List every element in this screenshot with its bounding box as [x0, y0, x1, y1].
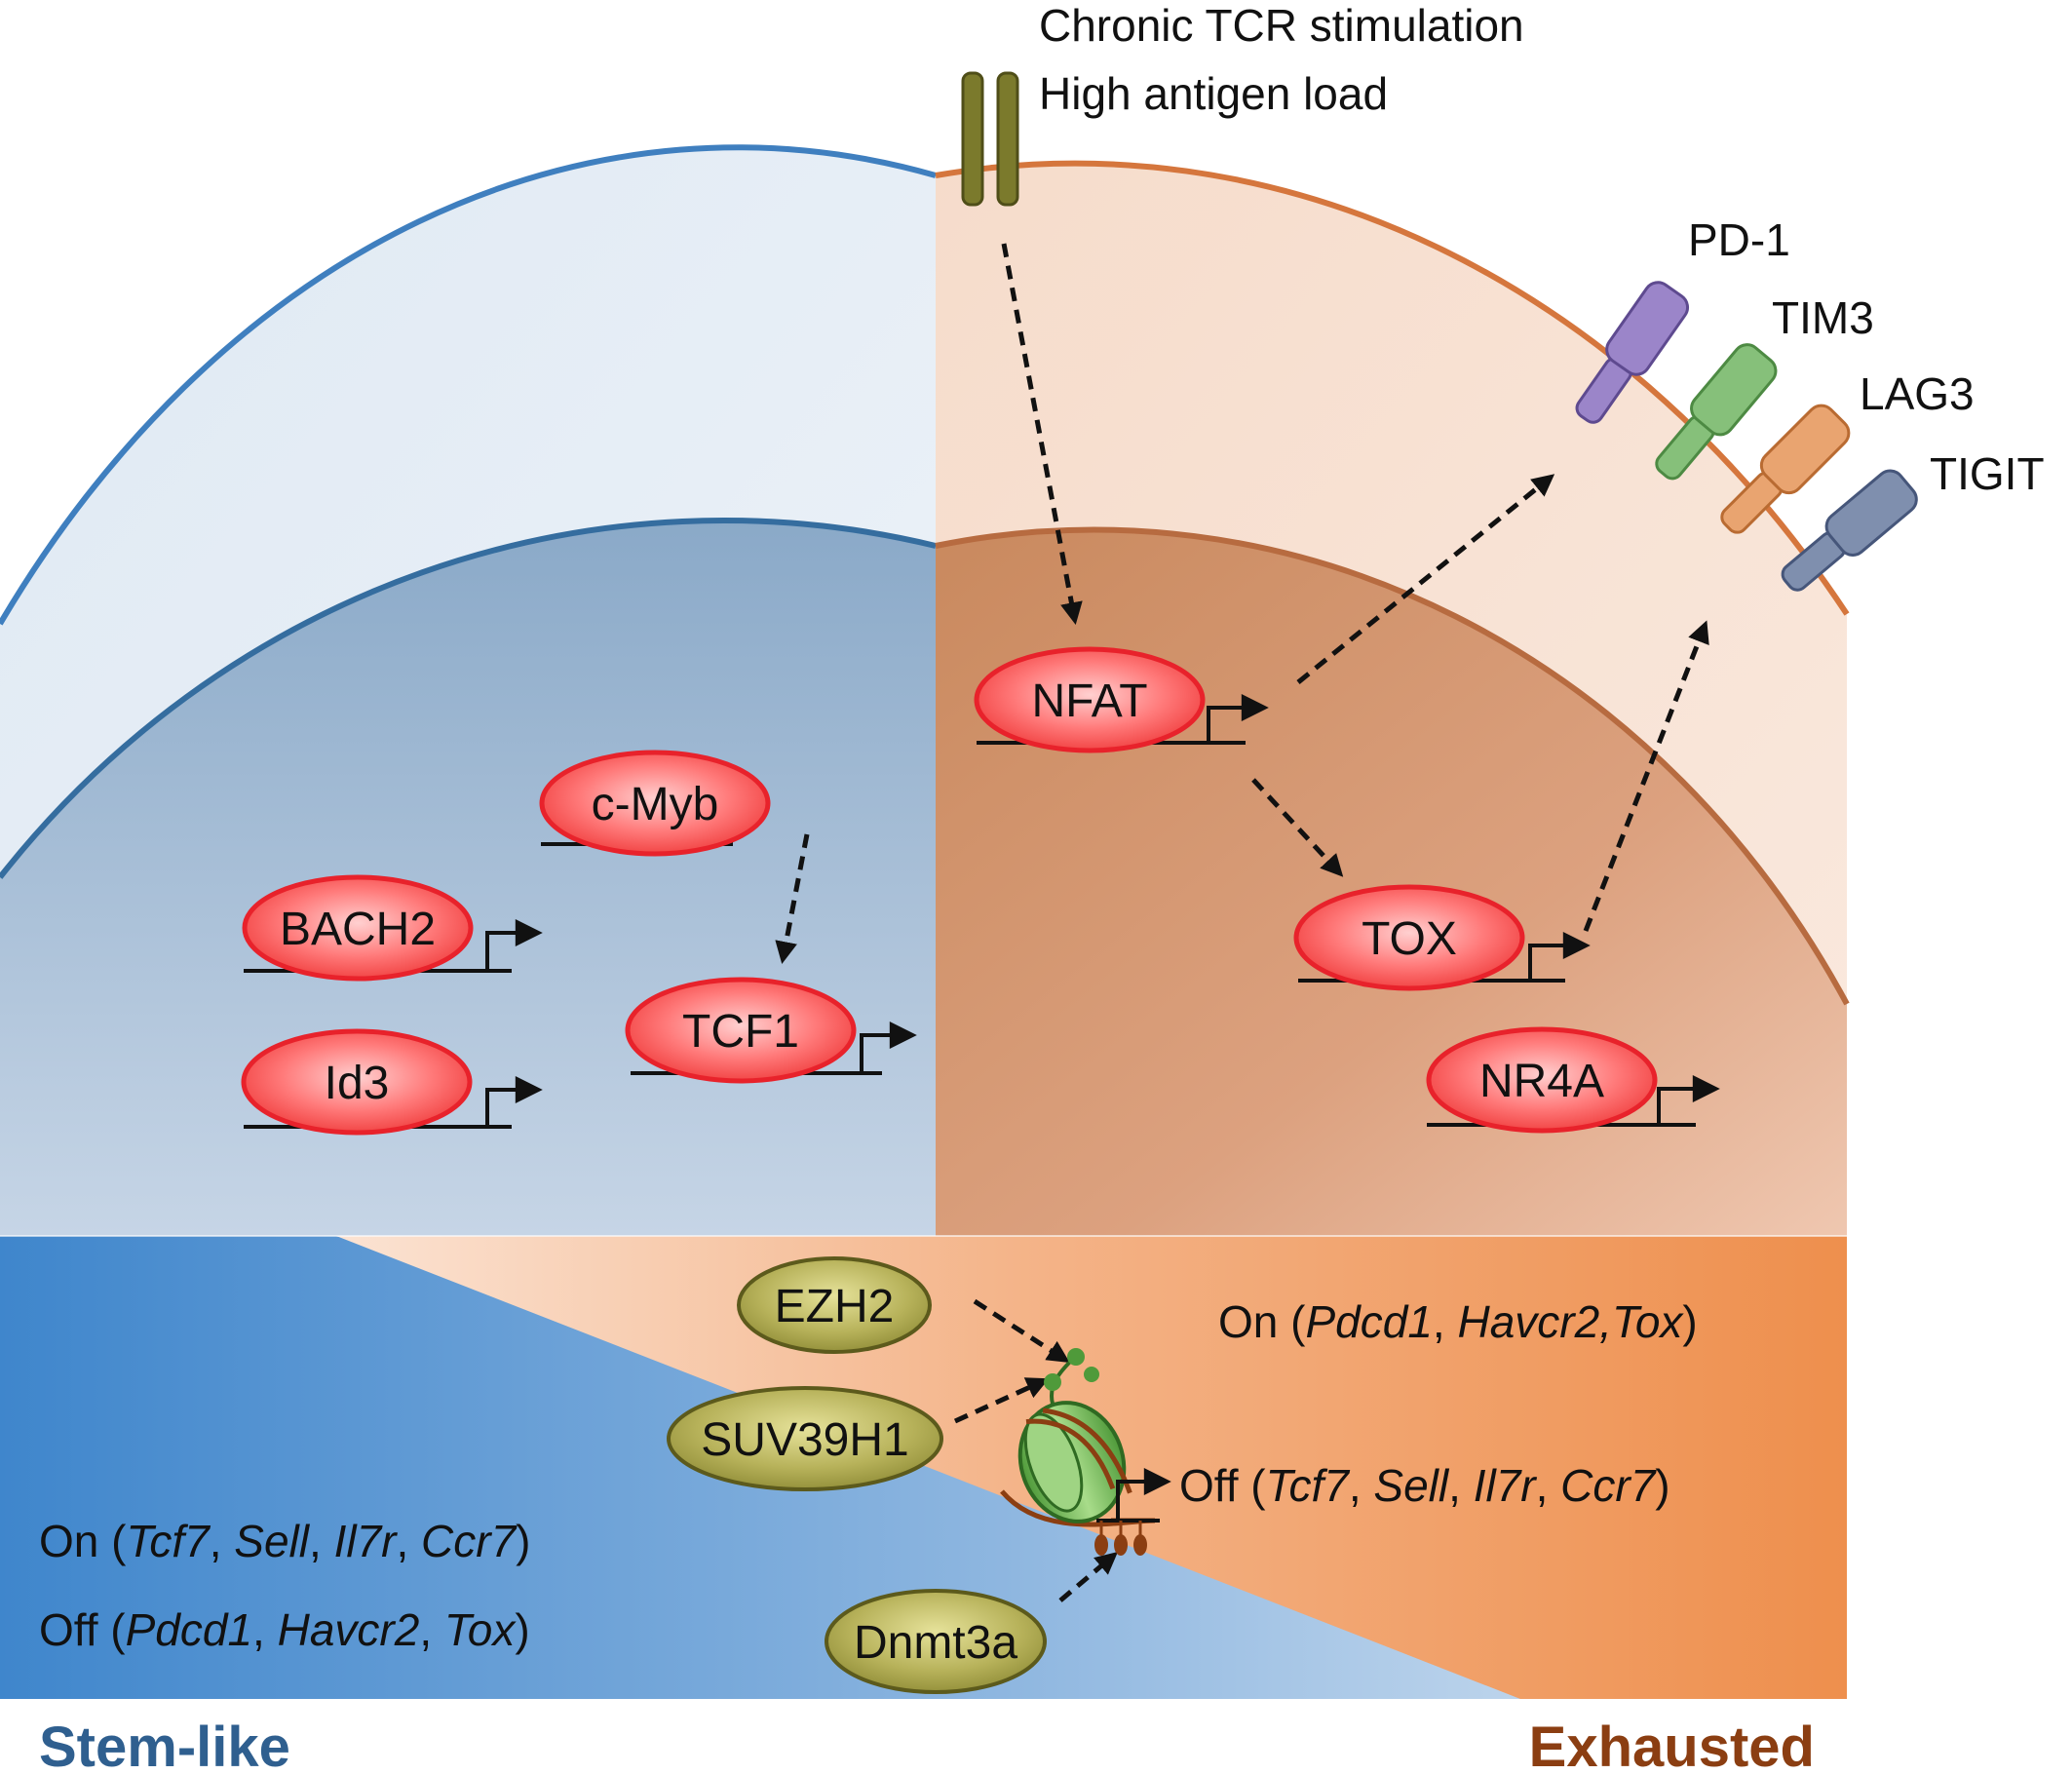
- modifier-label-ezh2: EZH2: [775, 1281, 895, 1332]
- tf-label-nfat: NFAT: [1031, 675, 1147, 727]
- cell-membrane-stem: [0, 144, 937, 626]
- gene-separator: ): [1682, 1296, 1697, 1347]
- gene-name: Ccr7: [421, 1516, 518, 1566]
- modifier-dnmt3a: Dnmt3a: [825, 1589, 1047, 1694]
- tf-label-cmyb: c-Myb: [592, 779, 719, 830]
- modifier-suv39h1: SUV39H1: [667, 1386, 943, 1491]
- gene-separator: ): [515, 1604, 529, 1655]
- tcr-receptor: [961, 71, 1019, 207]
- tf-tcf1: TCF1: [625, 977, 917, 1084]
- state-prefix: On (: [1218, 1296, 1306, 1347]
- receptor-label-tim3: TIM3: [1772, 292, 1874, 343]
- receptor-label-pd1: PD-1: [1688, 214, 1790, 265]
- gene-name: Il7r: [1474, 1460, 1538, 1511]
- exhausted-on-line: On (Pdcd1, Havcr2,Tox): [1218, 1296, 1698, 1347]
- gene-name: Tox: [444, 1604, 517, 1655]
- stem-off-line: Off (Pdcd1, Havcr2, Tox): [39, 1604, 530, 1655]
- gene-separator: ): [516, 1516, 530, 1566]
- gene-name: Pdcd1: [126, 1604, 252, 1655]
- gene-name: Tcf7: [1266, 1460, 1351, 1511]
- gene-separator: ,: [1349, 1460, 1374, 1511]
- state-prefix: Off (: [39, 1604, 126, 1655]
- tf-nfat: NFAT: [974, 646, 1269, 753]
- tf-bach2: BACH2: [242, 874, 543, 982]
- gene-name: Sell: [1373, 1460, 1449, 1511]
- stimulus-line-1: Chronic TCR stimulation: [1039, 0, 1524, 51]
- gene-separator: ,: [210, 1516, 235, 1566]
- exhausted-off-line: Off (Tcf7, Sell, Il7r, Ccr7): [1179, 1460, 1670, 1511]
- modifier-label-dnmt3a: Dnmt3a: [854, 1617, 1017, 1669]
- nucleosome: [1000, 1348, 1171, 1556]
- pd1-receptor: [1575, 281, 1690, 424]
- modifier-label-suv39h1: SUV39H1: [701, 1414, 908, 1466]
- tim3-receptor: [1655, 343, 1778, 481]
- receptor-label-lag3: LAG3: [1860, 368, 1975, 419]
- modifier-ezh2: EZH2: [737, 1256, 932, 1354]
- gene-separator: ,: [1433, 1296, 1458, 1347]
- gene-separator: ,: [1536, 1460, 1561, 1511]
- gene-separator: ,: [396, 1516, 421, 1566]
- gene-name: Sell: [234, 1516, 310, 1566]
- stem-like-title: Stem-like: [39, 1716, 290, 1774]
- lag3-receptor: [1720, 404, 1851, 534]
- receptor-label-tigit: TIGIT: [1930, 448, 2045, 499]
- gene-name: Tcf7: [126, 1516, 211, 1566]
- tigit-receptor: [1781, 469, 1918, 592]
- cell-membrane-exhausted: [935, 160, 1850, 616]
- tf-label-bach2: BACH2: [280, 904, 436, 955]
- gene-separator: ,: [419, 1604, 444, 1655]
- tf-id3: Id3: [241, 1028, 543, 1136]
- dna-methylation-marks: [1094, 1521, 1147, 1556]
- tf-tox: TOX: [1293, 884, 1591, 991]
- gene-name: Ccr7: [1560, 1460, 1657, 1511]
- gene-separator: ,: [252, 1604, 278, 1655]
- gene-name: Havcr2: [278, 1604, 420, 1655]
- signaling-arrows: [775, 243, 1709, 1602]
- tf-label-id3: Id3: [325, 1058, 390, 1109]
- inhibitory-receptors: [1575, 281, 1918, 592]
- gene-name: Tox: [1612, 1296, 1684, 1347]
- gene-separator: ,: [1448, 1460, 1474, 1511]
- tf-label-nr4a: NR4A: [1479, 1056, 1604, 1107]
- gene-name: Pdcd1: [1305, 1296, 1432, 1347]
- stimulus-line-2: High antigen load: [1039, 68, 1388, 119]
- state-prefix: On (: [39, 1516, 127, 1566]
- gene-separator: ): [1655, 1460, 1669, 1511]
- gene-separator: ,: [309, 1516, 334, 1566]
- state-prefix: Off (: [1179, 1460, 1266, 1511]
- exhausted-title: Exhausted: [1529, 1716, 1815, 1774]
- gene-name: Havcr2,: [1457, 1296, 1611, 1347]
- stem-on-line: On (Tcf7, Sell, Il7r, Ccr7): [39, 1516, 530, 1566]
- tf-label-tox: TOX: [1362, 913, 1457, 965]
- gene-name: Il7r: [334, 1516, 399, 1566]
- tf-cmyb: c-Myb: [539, 750, 771, 857]
- tf-label-tcf1: TCF1: [682, 1006, 799, 1058]
- tf-nr4a: NR4A: [1426, 1026, 1720, 1134]
